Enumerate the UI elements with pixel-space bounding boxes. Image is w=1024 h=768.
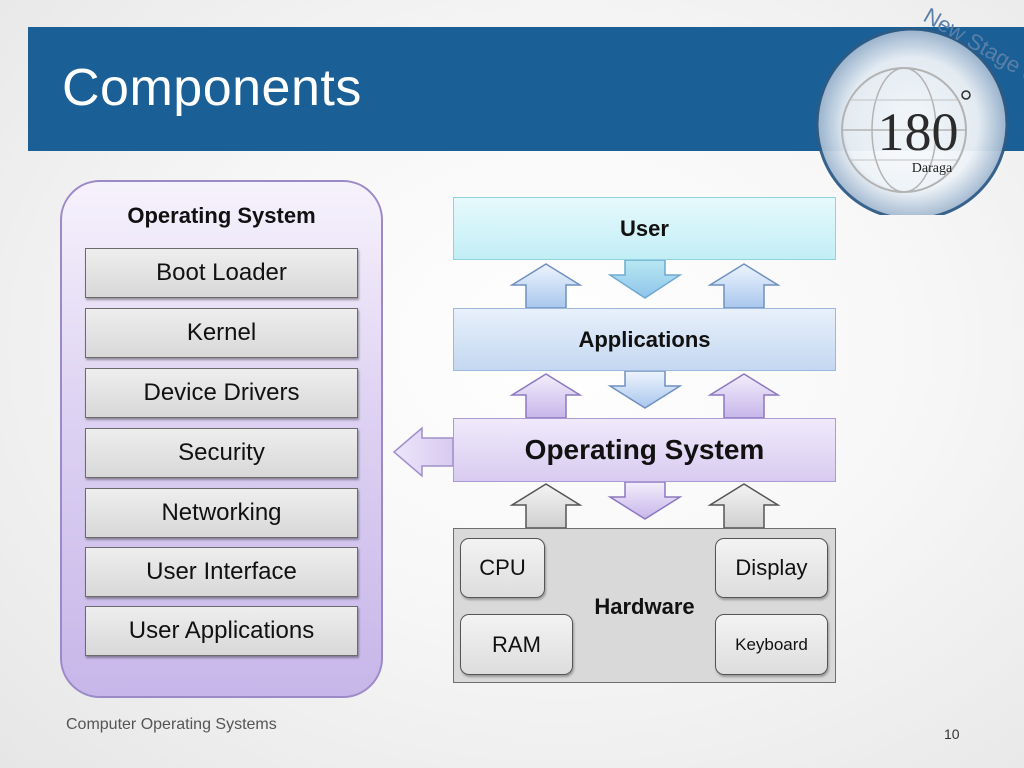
os-item-device-drivers: Device Drivers <box>85 368 358 418</box>
os-item-kernel: Kernel <box>85 308 358 358</box>
os-item-boot-loader: Boot Loader <box>85 248 358 298</box>
arrow-up-apps-to-user-right <box>707 263 781 309</box>
os-item-user-interface: User Interface <box>85 547 358 597</box>
slide-title: Components <box>62 59 362 117</box>
page-number: 10 <box>944 726 960 742</box>
logo-seal: 180 Daraga New Stage 6 <box>815 3 1024 215</box>
hardware-label: Hardware <box>594 594 695 619</box>
hw-keyboard: Keyboard <box>715 614 828 675</box>
arrow-up-hw-to-os-left <box>509 483 583 529</box>
logo-subtitle: Daraga <box>912 161 953 176</box>
arrow-down-apps-to-os <box>607 370 683 409</box>
hw-ram: RAM <box>460 614 573 675</box>
layer-user: User <box>453 197 836 260</box>
arrow-left-os-to-panel <box>392 426 454 478</box>
logo-number: 180 <box>878 102 959 162</box>
arrow-up-os-to-apps-right <box>707 373 781 419</box>
os-item-user-applications: User Applications <box>85 606 358 656</box>
arrow-down-user-to-apps <box>607 259 683 299</box>
layer-applications: Applications <box>453 308 836 371</box>
arrow-down-os-to-hw <box>607 481 683 520</box>
hw-display: Display <box>715 538 828 598</box>
footer-text: Computer Operating Systems <box>66 716 277 733</box>
os-panel-title: Operating System <box>127 203 316 228</box>
os-item-security: Security <box>85 428 358 478</box>
arrow-up-os-to-apps-left <box>509 373 583 419</box>
os-item-networking: Networking <box>85 488 358 538</box>
arrow-up-hw-to-os-right <box>707 483 781 529</box>
hw-cpu: CPU <box>460 538 545 598</box>
arrow-up-apps-to-user-left <box>509 263 583 309</box>
layer-operating-system: Operating System <box>453 418 836 482</box>
